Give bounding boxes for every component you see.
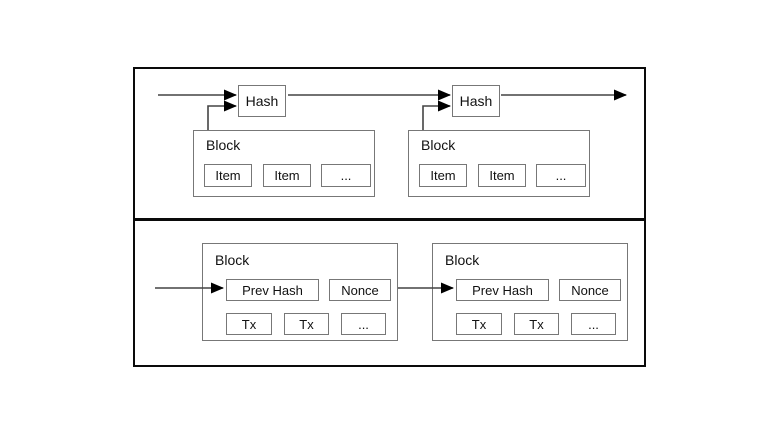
- block-label: Block: [421, 137, 456, 153]
- tx-label: Tx: [529, 316, 544, 332]
- blockchain-panel: [133, 219, 646, 367]
- tx-label: Tx: [471, 316, 487, 332]
- ellipsis-label: ...: [358, 316, 369, 332]
- block-label: Block: [445, 252, 480, 268]
- prev-hash-box: Prev Hash: [456, 279, 549, 301]
- tx-box: Tx: [456, 313, 502, 335]
- item-box: Item: [419, 164, 467, 187]
- block-label: Block: [206, 137, 241, 153]
- tx-box: Tx: [226, 313, 272, 335]
- ellipsis-label: ...: [340, 168, 352, 183]
- ellipsis-label: ...: [555, 168, 567, 183]
- item-label: Item: [274, 168, 300, 183]
- tx-label: Tx: [299, 316, 314, 332]
- hash-box: Hash: [452, 85, 500, 117]
- tx-label: Tx: [241, 316, 257, 332]
- ellipsis-box: ...: [341, 313, 386, 335]
- block-box: Block Item Item ...: [408, 130, 590, 197]
- prev-hash-label: Prev Hash: [242, 282, 303, 298]
- item-box: Item: [263, 164, 311, 187]
- block-box: Block Prev Hash Nonce Tx Tx ...: [202, 243, 398, 341]
- nonce-label: Nonce: [341, 282, 379, 298]
- block-box: Block Prev Hash Nonce Tx Tx ...: [432, 243, 628, 341]
- tx-box: Tx: [514, 313, 559, 335]
- item-label: Item: [430, 168, 456, 183]
- ellipsis-box: ...: [321, 164, 371, 187]
- item-label: Item: [215, 168, 241, 183]
- hash-box: Hash: [238, 85, 286, 117]
- nonce-box: Nonce: [329, 279, 391, 301]
- item-box: Item: [204, 164, 252, 187]
- block-label: Block: [215, 252, 250, 268]
- prev-hash-label: Prev Hash: [472, 282, 533, 298]
- ellipsis-box: ...: [571, 313, 616, 335]
- item-box: Item: [478, 164, 526, 187]
- hash-label: Hash: [245, 93, 279, 109]
- ellipsis-box: ...: [536, 164, 586, 187]
- item-label: Item: [489, 168, 515, 183]
- tx-box: Tx: [284, 313, 329, 335]
- nonce-box: Nonce: [559, 279, 621, 301]
- prev-hash-box: Prev Hash: [226, 279, 319, 301]
- nonce-label: Nonce: [571, 282, 609, 298]
- ellipsis-label: ...: [588, 316, 599, 332]
- hash-label: Hash: [459, 93, 493, 109]
- block-box: Block Item Item ...: [193, 130, 375, 197]
